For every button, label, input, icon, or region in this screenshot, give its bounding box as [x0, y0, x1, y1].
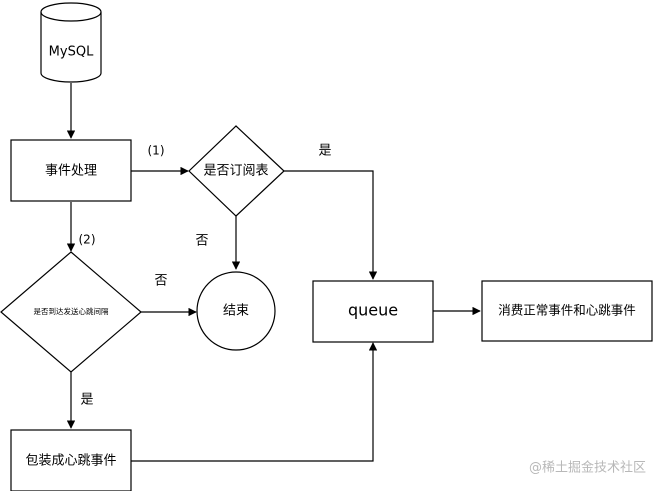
heartbeat-interval-decision: 是否到达发送心跳间隔: [0, 251, 142, 373]
event-processing-node: 事件处理: [10, 139, 132, 202]
is-subscribed-label: 是否订阅表: [203, 164, 268, 179]
watermark-text: @稀土掘金技术社区: [529, 460, 646, 476]
mysql-database-node: MySQL: [40, 2, 102, 83]
mysql-label: MySQL: [49, 45, 94, 60]
queue-label: queue: [348, 301, 398, 320]
wrap-heartbeat-node: 包装成心跳事件: [10, 429, 132, 491]
end-node: 结束: [196, 271, 276, 351]
subscribed-yes-label: 是: [318, 144, 331, 159]
consumer-node: 消费正常事件和心跳事件: [481, 280, 653, 342]
step-2-label: (2): [79, 233, 96, 247]
subscribed-no-label: 否: [195, 234, 208, 249]
edge-wrap-heartbeat-to-queue: [131, 342, 378, 462]
queue-node: queue: [312, 280, 434, 343]
step-1-label: (1): [148, 144, 165, 158]
end-label: 结束: [223, 304, 249, 319]
heartbeat-interval-label: 是否到达发送心跳间隔: [34, 306, 109, 316]
heartbeat-yes-label: 是: [80, 393, 93, 408]
heartbeat-no-label: 否: [154, 274, 167, 289]
event-processing-label: 事件处理: [45, 164, 97, 179]
edge-is-subscribed-yes-to-queue: [283, 170, 378, 280]
is-subscribed-decision: 是否订阅表: [188, 125, 285, 217]
consumer-label: 消费正常事件和心跳事件: [498, 303, 636, 318]
wrap-heartbeat-label: 包装成心跳事件: [25, 454, 116, 469]
